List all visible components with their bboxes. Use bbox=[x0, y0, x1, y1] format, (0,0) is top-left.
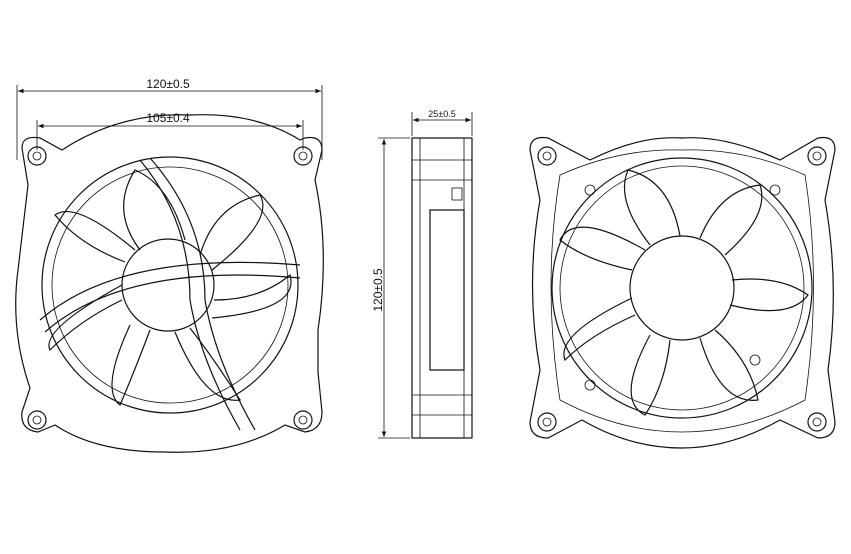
side-view bbox=[411, 137, 473, 439]
front-inner-ring-2 bbox=[51, 166, 289, 404]
front-inner-ring bbox=[41, 156, 299, 414]
back-frame-inner bbox=[550, 149, 814, 433]
front-strut-2 bbox=[149, 157, 256, 431]
back-blades bbox=[559, 169, 809, 416]
overall-height-label: 120±0.5 bbox=[371, 268, 385, 312]
back-inner-ring bbox=[551, 157, 813, 419]
front-dimensions: 120±0.5 105±0.4 bbox=[16, 77, 323, 160]
back-view bbox=[529, 136, 836, 449]
side-dimensions: 25±0.5 120±0.5 bbox=[371, 109, 473, 439]
front-strut-4 bbox=[44, 274, 301, 333]
back-screw-3 bbox=[584, 379, 596, 391]
back-screw-1 bbox=[584, 184, 596, 196]
front-view bbox=[15, 114, 324, 453]
back-hub bbox=[629, 235, 735, 341]
front-strut-1 bbox=[139, 159, 241, 431]
side-frame bbox=[411, 137, 473, 439]
hole-spacing-label: 105±0.4 bbox=[146, 111, 190, 125]
back-inner-ring-2 bbox=[559, 165, 805, 411]
back-frame-outline bbox=[529, 136, 836, 449]
back-screw-2 bbox=[769, 184, 781, 196]
thickness-label: 25±0.5 bbox=[428, 109, 455, 119]
side-connector bbox=[451, 187, 463, 201]
side-hub bbox=[429, 209, 465, 371]
front-frame-outline bbox=[15, 114, 324, 453]
back-mounting-holes bbox=[537, 146, 827, 432]
front-strut-3 bbox=[39, 261, 301, 321]
overall-width-label: 120±0.5 bbox=[146, 77, 190, 91]
front-blades bbox=[48, 169, 292, 406]
back-screw-4 bbox=[749, 354, 761, 366]
